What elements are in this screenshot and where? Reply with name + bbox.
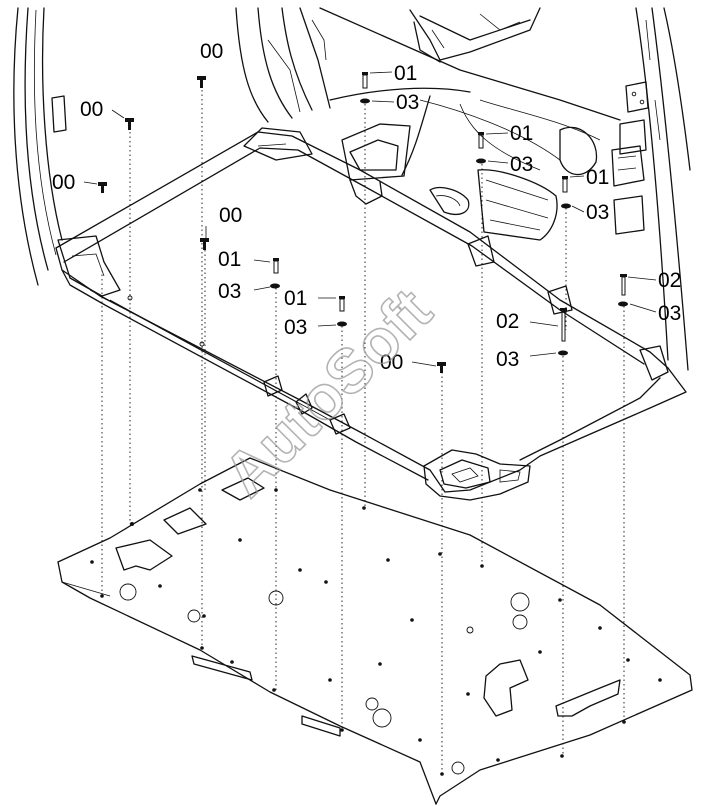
callout-c6: 01: [394, 62, 417, 85]
bolt-00-a: [125, 118, 134, 130]
callout-c9: 03: [510, 153, 533, 176]
floor-plate: [57, 457, 693, 805]
screw-01-e: [339, 296, 345, 312]
callout-c5: 00: [380, 351, 403, 374]
callout-c17: 03: [658, 302, 681, 325]
callout-c16: 02: [658, 269, 681, 292]
washer-03-e: [337, 321, 347, 327]
callout-c7: 03: [396, 91, 419, 114]
callout-c10: 01: [586, 166, 609, 189]
callout-c2: 00: [80, 98, 103, 121]
bolt-00-d: [200, 238, 209, 250]
callout-c13: 03: [218, 280, 241, 303]
callout-c19: 03: [496, 348, 519, 371]
fasteners: [98, 72, 628, 373]
assembly-lines: [101, 90, 625, 774]
washer-03-d: [270, 283, 280, 289]
callout-c11: 03: [586, 201, 609, 224]
callout-c12: 01: [218, 248, 241, 271]
screw-01-d: [273, 258, 279, 274]
callout-c4: 00: [219, 204, 242, 227]
leader-lines: [83, 71, 657, 367]
washer-03-g: [558, 350, 568, 356]
watermark: AutoSoft: [211, 276, 445, 510]
bolt-02-a: [620, 274, 627, 296]
bolt-02-b: [560, 308, 567, 342]
callout-c18: 02: [496, 310, 519, 333]
cab-frame: [13, 7, 691, 501]
washer-03-a: [360, 98, 370, 104]
screw-01-a: [362, 72, 368, 89]
bolt-00-c: [197, 76, 206, 88]
callout-c14: 01: [284, 287, 307, 310]
washer-03-c: [561, 203, 571, 209]
callout-c8: 01: [510, 122, 533, 145]
bolt-00-b: [98, 182, 107, 193]
callout-c1: 00: [200, 40, 223, 63]
callout-c15: 03: [284, 316, 307, 339]
bolt-00-e: [437, 362, 446, 373]
callout-c3: 00: [52, 171, 75, 194]
washer-03-f: [618, 301, 628, 307]
washer-03-b: [476, 158, 486, 164]
screw-01-c: [562, 176, 568, 193]
callout-labels: 00 00 00 00 00 01 03 01 03 01 03 01 03 0…: [52, 40, 681, 374]
screw-01-b: [478, 132, 484, 149]
